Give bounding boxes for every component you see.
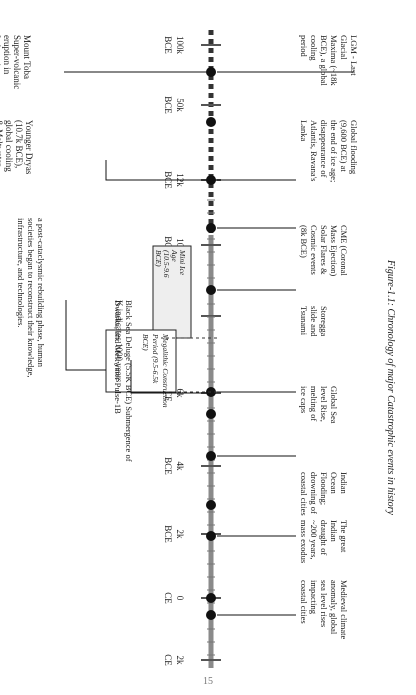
- tick-label: 100k: [175, 36, 185, 55]
- tick-label: 4k: [175, 462, 185, 472]
- figure-caption: Figure-1.1: Chronology of major Catastro…: [385, 259, 396, 516]
- tick-label: 2k: [175, 656, 185, 666]
- tick-label: 2k: [175, 530, 185, 540]
- event-rebuilding-phase: a post-cataclysmic rebuilding phase, hum…: [16, 218, 46, 378]
- rotated-figure: 100kBCE50kBCE12kBCE10kBCE8kBCE6kBCE4kBCE…: [0, 30, 396, 668]
- event-marker: [206, 451, 216, 461]
- event-bottom-3: Storeggaslide andTsunami: [299, 306, 329, 337]
- event-mount-toba: Mount TobaSuper-volcaniceruption inIndon…: [0, 35, 32, 89]
- tick-label: 10k: [175, 238, 185, 252]
- event-marker: [206, 610, 216, 620]
- event-marker: [206, 117, 216, 127]
- scale-note: K indicates 1000 years: [114, 300, 124, 383]
- event-bottom-1: Global flooding(9,600 BCE) atthe end of …: [299, 120, 359, 182]
- event-connector: [130, 360, 206, 394]
- event-bottom-5: IndianOceanFlooding;drowning ofcoastal c…: [299, 472, 349, 516]
- mini-ice-age-label: Mini IceAge(10.5-9.6BCE): [154, 249, 187, 278]
- tick-label-era: BCE: [163, 236, 173, 254]
- event-marker: [206, 285, 216, 295]
- tick-label-era: BCE: [163, 96, 173, 114]
- page-number: 15: [203, 676, 213, 687]
- tick-label-era: CE: [163, 654, 173, 666]
- event-connector: [105, 160, 206, 181]
- event-marker: [206, 500, 216, 510]
- megalithic-period-label: Megalithic ConstructionPeriod (9.5-6.5kB…: [141, 333, 170, 408]
- event-marker: [206, 531, 216, 541]
- event-marker: [206, 175, 216, 185]
- event-bottom-4: Global Sealevel Rise,melting ofice caps: [299, 386, 339, 424]
- tick-label-era: BCE: [163, 525, 173, 543]
- megalithic-period-box: [105, 329, 177, 393]
- event-bottom-6: The greatIndiandraught of~200 years,mass…: [299, 520, 349, 563]
- event-marker: [206, 223, 216, 233]
- event-connector: [65, 300, 106, 371]
- event-marker: [206, 409, 216, 419]
- event-marker: [206, 593, 216, 603]
- event-bottom-2: CME (CoronalMass Ejection)Solar Flares &…: [299, 225, 349, 276]
- tick-label: 50k: [175, 98, 185, 112]
- event-younger-dryas: Younger Dryas(10.7k BCE),global cooling&…: [0, 120, 34, 175]
- event-black-sea-deluge: Black Sea Deluge (5.5K BCE) Submergence …: [113, 300, 134, 462]
- tick-label-era: CE: [163, 592, 173, 604]
- event-bottom-0: LGM - LastGlacialMaxima (~18kBCE), a glo…: [299, 35, 359, 86]
- event-bottom-7: Medieval climateanomaly, globalsea level…: [299, 580, 349, 639]
- tick-label: 0: [175, 596, 185, 601]
- tick-label-era: BCE: [163, 457, 173, 475]
- tick-label-era: BCE: [163, 36, 173, 54]
